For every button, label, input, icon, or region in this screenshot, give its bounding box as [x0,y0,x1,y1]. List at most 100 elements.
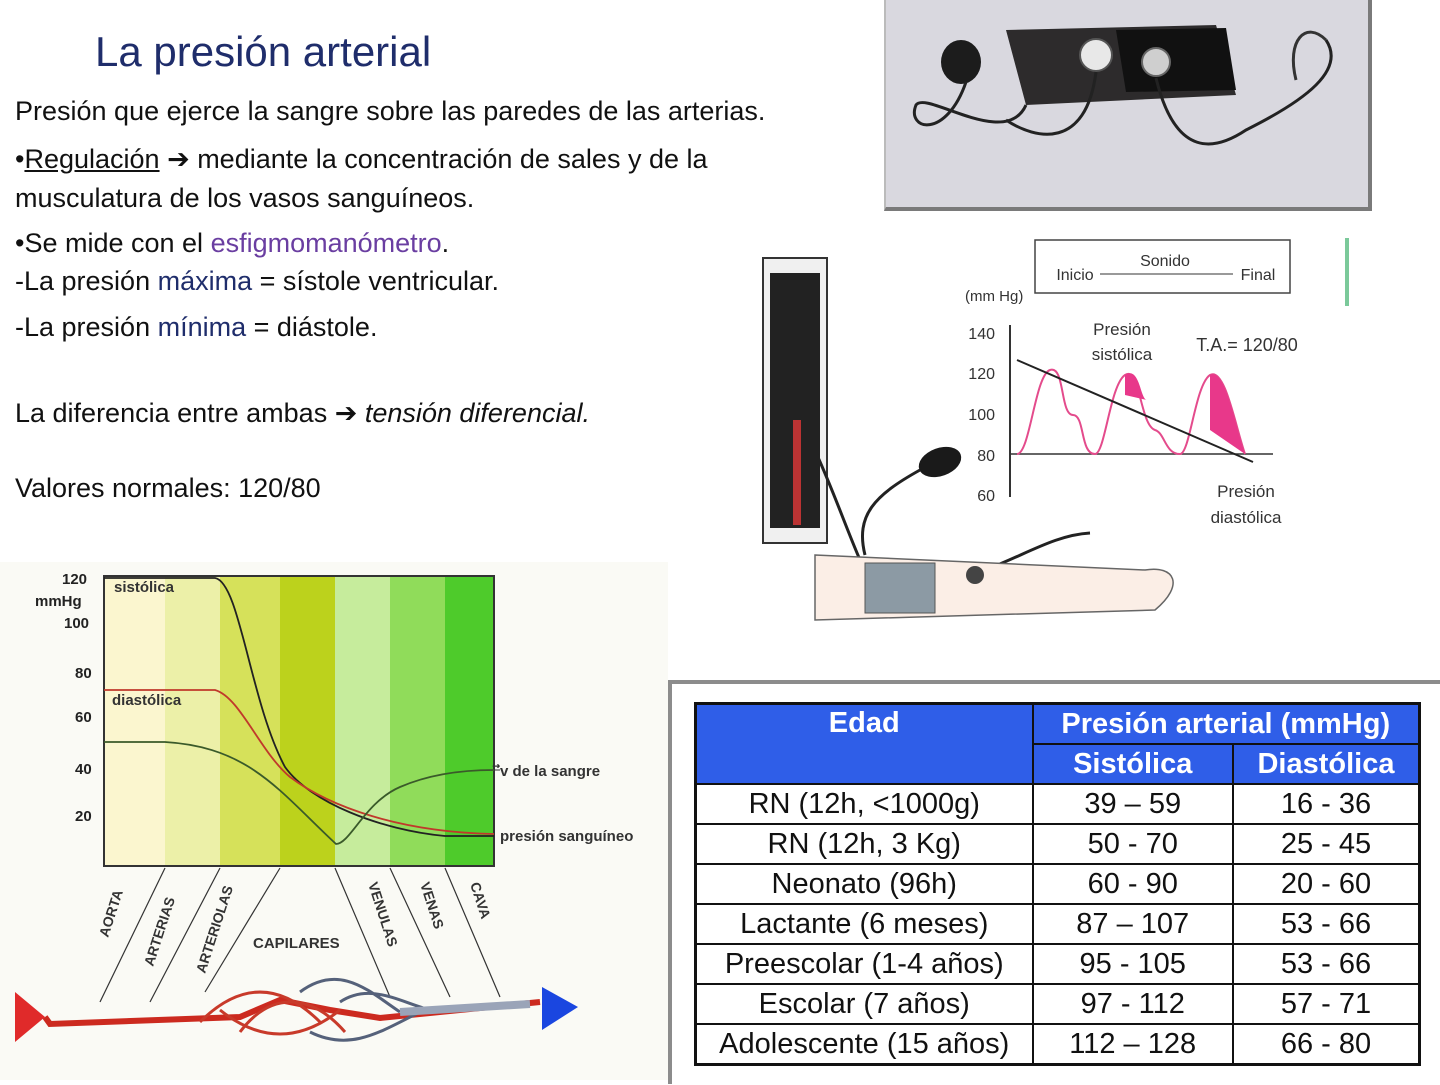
vessel-label: AORTA [96,888,126,939]
measure-prefix: •Se mide con el [15,228,211,258]
table-cell: 53 - 66 [1231,943,1421,985]
vessel-band [390,576,445,866]
tick-label: 40 [75,761,92,778]
y-top-label: 120 [62,571,87,588]
vessel-label: CAVA [467,880,494,921]
min-term: mínima [157,312,247,342]
table-cell: 25 - 45 [1231,823,1421,865]
regulation-text: mediante la concentración de sales y de … [189,144,708,174]
vessel-band [280,576,335,866]
max-prefix: -La presión [15,266,158,296]
tick-label: 80 [977,448,995,465]
vessel-label: CAPILARES [253,935,340,952]
vessel-band [165,576,220,866]
table-cell: Neonato (96h) [694,863,1034,905]
tick-label: 60 [75,709,92,726]
normal-values: Valores normales: 120/80 [15,473,321,503]
table-cell: 53 - 66 [1231,903,1421,945]
regulation-line: •Regulación ➔ mediante la concentración … [15,144,708,175]
measurement-diagram: Sonido Inicio Final (mm Hg) 140 120 100 … [755,225,1355,655]
legend-start: Inicio [1056,267,1093,284]
table-cell: Preescolar (1-4 años) [694,943,1034,985]
table-cell: 60 - 90 [1031,863,1234,905]
min-prefix: -La presión [15,312,158,342]
difference-term: tensión diferencial. [364,398,590,428]
vessel-label: ARTERIOLAS [193,883,236,974]
tick-label: 100 [968,407,995,424]
header-systolic: Sistólica [1031,743,1234,785]
velocity-label: ⃗v de la sangre [492,763,600,780]
period: . [441,228,450,258]
bullet: • [15,144,25,174]
table-cell: 16 - 36 [1231,783,1421,825]
table-cell: 50 - 70 [1031,823,1234,865]
tick-label: 140 [968,326,995,343]
table-cell: 39 – 59 [1031,783,1234,825]
unit-label: (mm Hg) [965,288,1023,305]
table-cell: 95 - 105 [1031,943,1234,985]
vessel-pressure-diagram: 120 mmHg 100 80 60 40 20 sistólica diast… [0,562,668,1080]
table-cell: Escolar (7 años) [694,983,1034,1025]
systolic-label: sistólica [1092,345,1153,364]
legend-end: Final [1241,267,1276,284]
page-title: La presión arterial [95,28,432,75]
difference-line: La diferencia entre ambas ➔ tensión dife… [15,398,590,429]
table-cell: 112 – 128 [1031,1023,1234,1066]
diastolic-label: Presión [1217,482,1275,501]
regulation-label: Regulación [24,144,160,174]
tick-label: 20 [75,808,92,825]
unit-label: mmHg [35,593,82,610]
pressure-label: presión sanguíneo [500,828,633,845]
vessel-band [104,576,165,866]
vessel-label: VENULAS [365,880,401,949]
min-suffix: = diástole. [246,312,378,342]
tick-label: 60 [977,488,995,505]
regulation-text-2: musculatura de los vasos sanguíneos. [15,183,475,213]
difference-prefix: La diferencia entre ambas [15,398,335,428]
tick-label: 100 [64,615,89,632]
systolic-label: Presión [1093,320,1151,339]
max-suffix: = sístole ventricular. [252,266,499,296]
header-pressure: Presión arterial (mmHg) [1031,702,1421,745]
arrow-icon: ➔ [334,398,358,428]
sphygmomanometer-photo [884,0,1372,211]
table-cell: 66 - 80 [1231,1023,1421,1066]
tick-label: 120 [968,366,995,383]
max-line: -La presión máxima = sístole ventricular… [15,266,499,297]
vessel-band [220,576,280,866]
diastolic-label: diastólica [1211,508,1282,527]
table-cell: Lactante (6 meses) [694,903,1034,945]
diastolic-curve-label: diastólica [112,692,182,709]
legend-top: Sonido [1140,253,1190,270]
max-term: máxima [157,266,253,296]
table-cell: 87 – 107 [1031,903,1234,945]
ta-label: T.A.= 120/80 [1196,335,1298,355]
table-cell: RN (12h, 3 Kg) [694,823,1034,865]
vessel-band [445,576,494,866]
table-cell: RN (12h, <1000g) [694,783,1034,825]
min-line: -La presión mínima = diástole. [15,312,377,343]
definition-text: Presión que ejerce la sangre sobre las p… [15,96,766,126]
table-cell: 20 - 60 [1231,863,1421,905]
systolic-curve-label: sistólica [114,579,175,596]
header-age: Edad [694,702,1034,785]
header-diastolic: Diastólica [1231,743,1421,785]
arrow-in-icon [15,992,45,1042]
table-cell: 97 - 112 [1031,983,1234,1025]
measure-line: •Se mide con el esfigmomanómetro. [15,228,449,259]
measure-term: esfigmomanómetro [210,228,442,258]
tick-label: 80 [75,665,92,682]
pressure-table-panel: Edad Presión arterial (mmHg) Sistólica D… [668,680,1440,1084]
pressure-table: Edad Presión arterial (mmHg) Sistólica D… [694,702,1421,1066]
table-cell: 57 - 71 [1231,983,1421,1025]
vessel-label: VENAS [417,880,447,931]
arrow-out-icon [542,987,578,1030]
vessel-band [335,576,390,866]
